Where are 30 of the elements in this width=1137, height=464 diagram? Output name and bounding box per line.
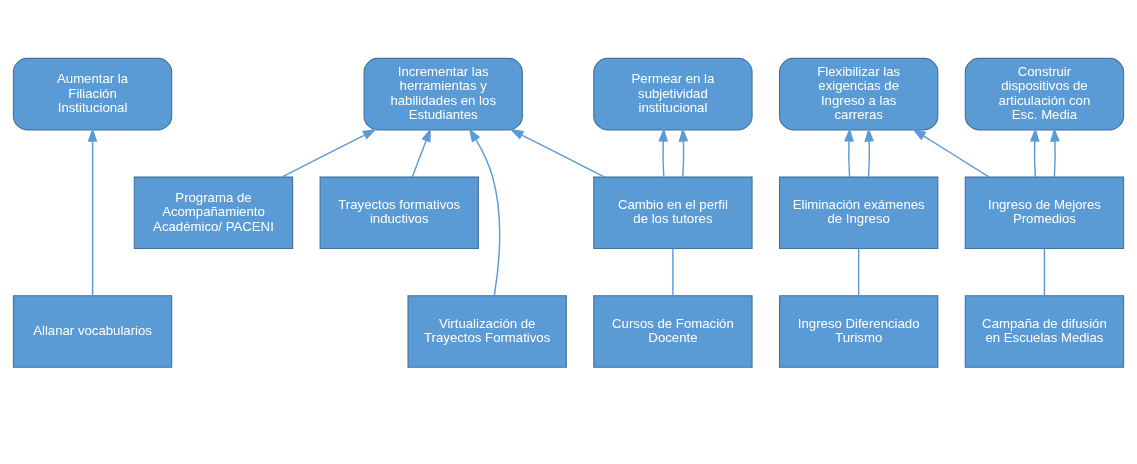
arrow [912,128,990,178]
arrow [509,128,606,178]
arrow [281,128,377,178]
node-box: Eliminación exámenes de Ingreso [779,176,939,250]
node-box: Virtualización de Trayectos Formativos [407,295,567,368]
node-box: Programa de Acompañamiento Académico/ PACENI [133,176,294,250]
arrow [1029,127,1040,178]
node-box: Allanar vocabularios [12,295,173,368]
node-box: Cursos de Fomación Docente [593,295,753,368]
arrow [658,127,669,178]
arrow [411,127,431,178]
node-box: Flexibilizar las exigencias de Ingreso a las carreras [779,57,939,131]
node-box: Campaña de difusión en Escuelas Medias [964,295,1125,368]
connector [672,247,674,297]
arrow [678,127,689,178]
node-box: Cambio en el perfil de los tutores [593,176,753,250]
node-box: Incrementar las herramientas y habilidades en los Estudiantes [363,57,523,131]
arrow [87,127,98,297]
connector [857,247,860,297]
node-box: Aumentar la Filiación Institucional [12,57,173,131]
node-box: Construir dispositivos de articulación con Esc. Media [964,57,1125,131]
arrow [864,127,875,178]
node-box: Trayectos formativos inductivos [319,176,479,250]
arrow [468,128,501,297]
node-box: Ingreso Diferenciado Turismo [779,295,939,368]
arrow [844,127,854,178]
arrow [1050,127,1060,178]
connector [1043,247,1046,297]
node-box: Ingreso de Mejores Promedios [964,176,1125,250]
node-box: Permear en la subjetividad institucional [593,57,753,131]
